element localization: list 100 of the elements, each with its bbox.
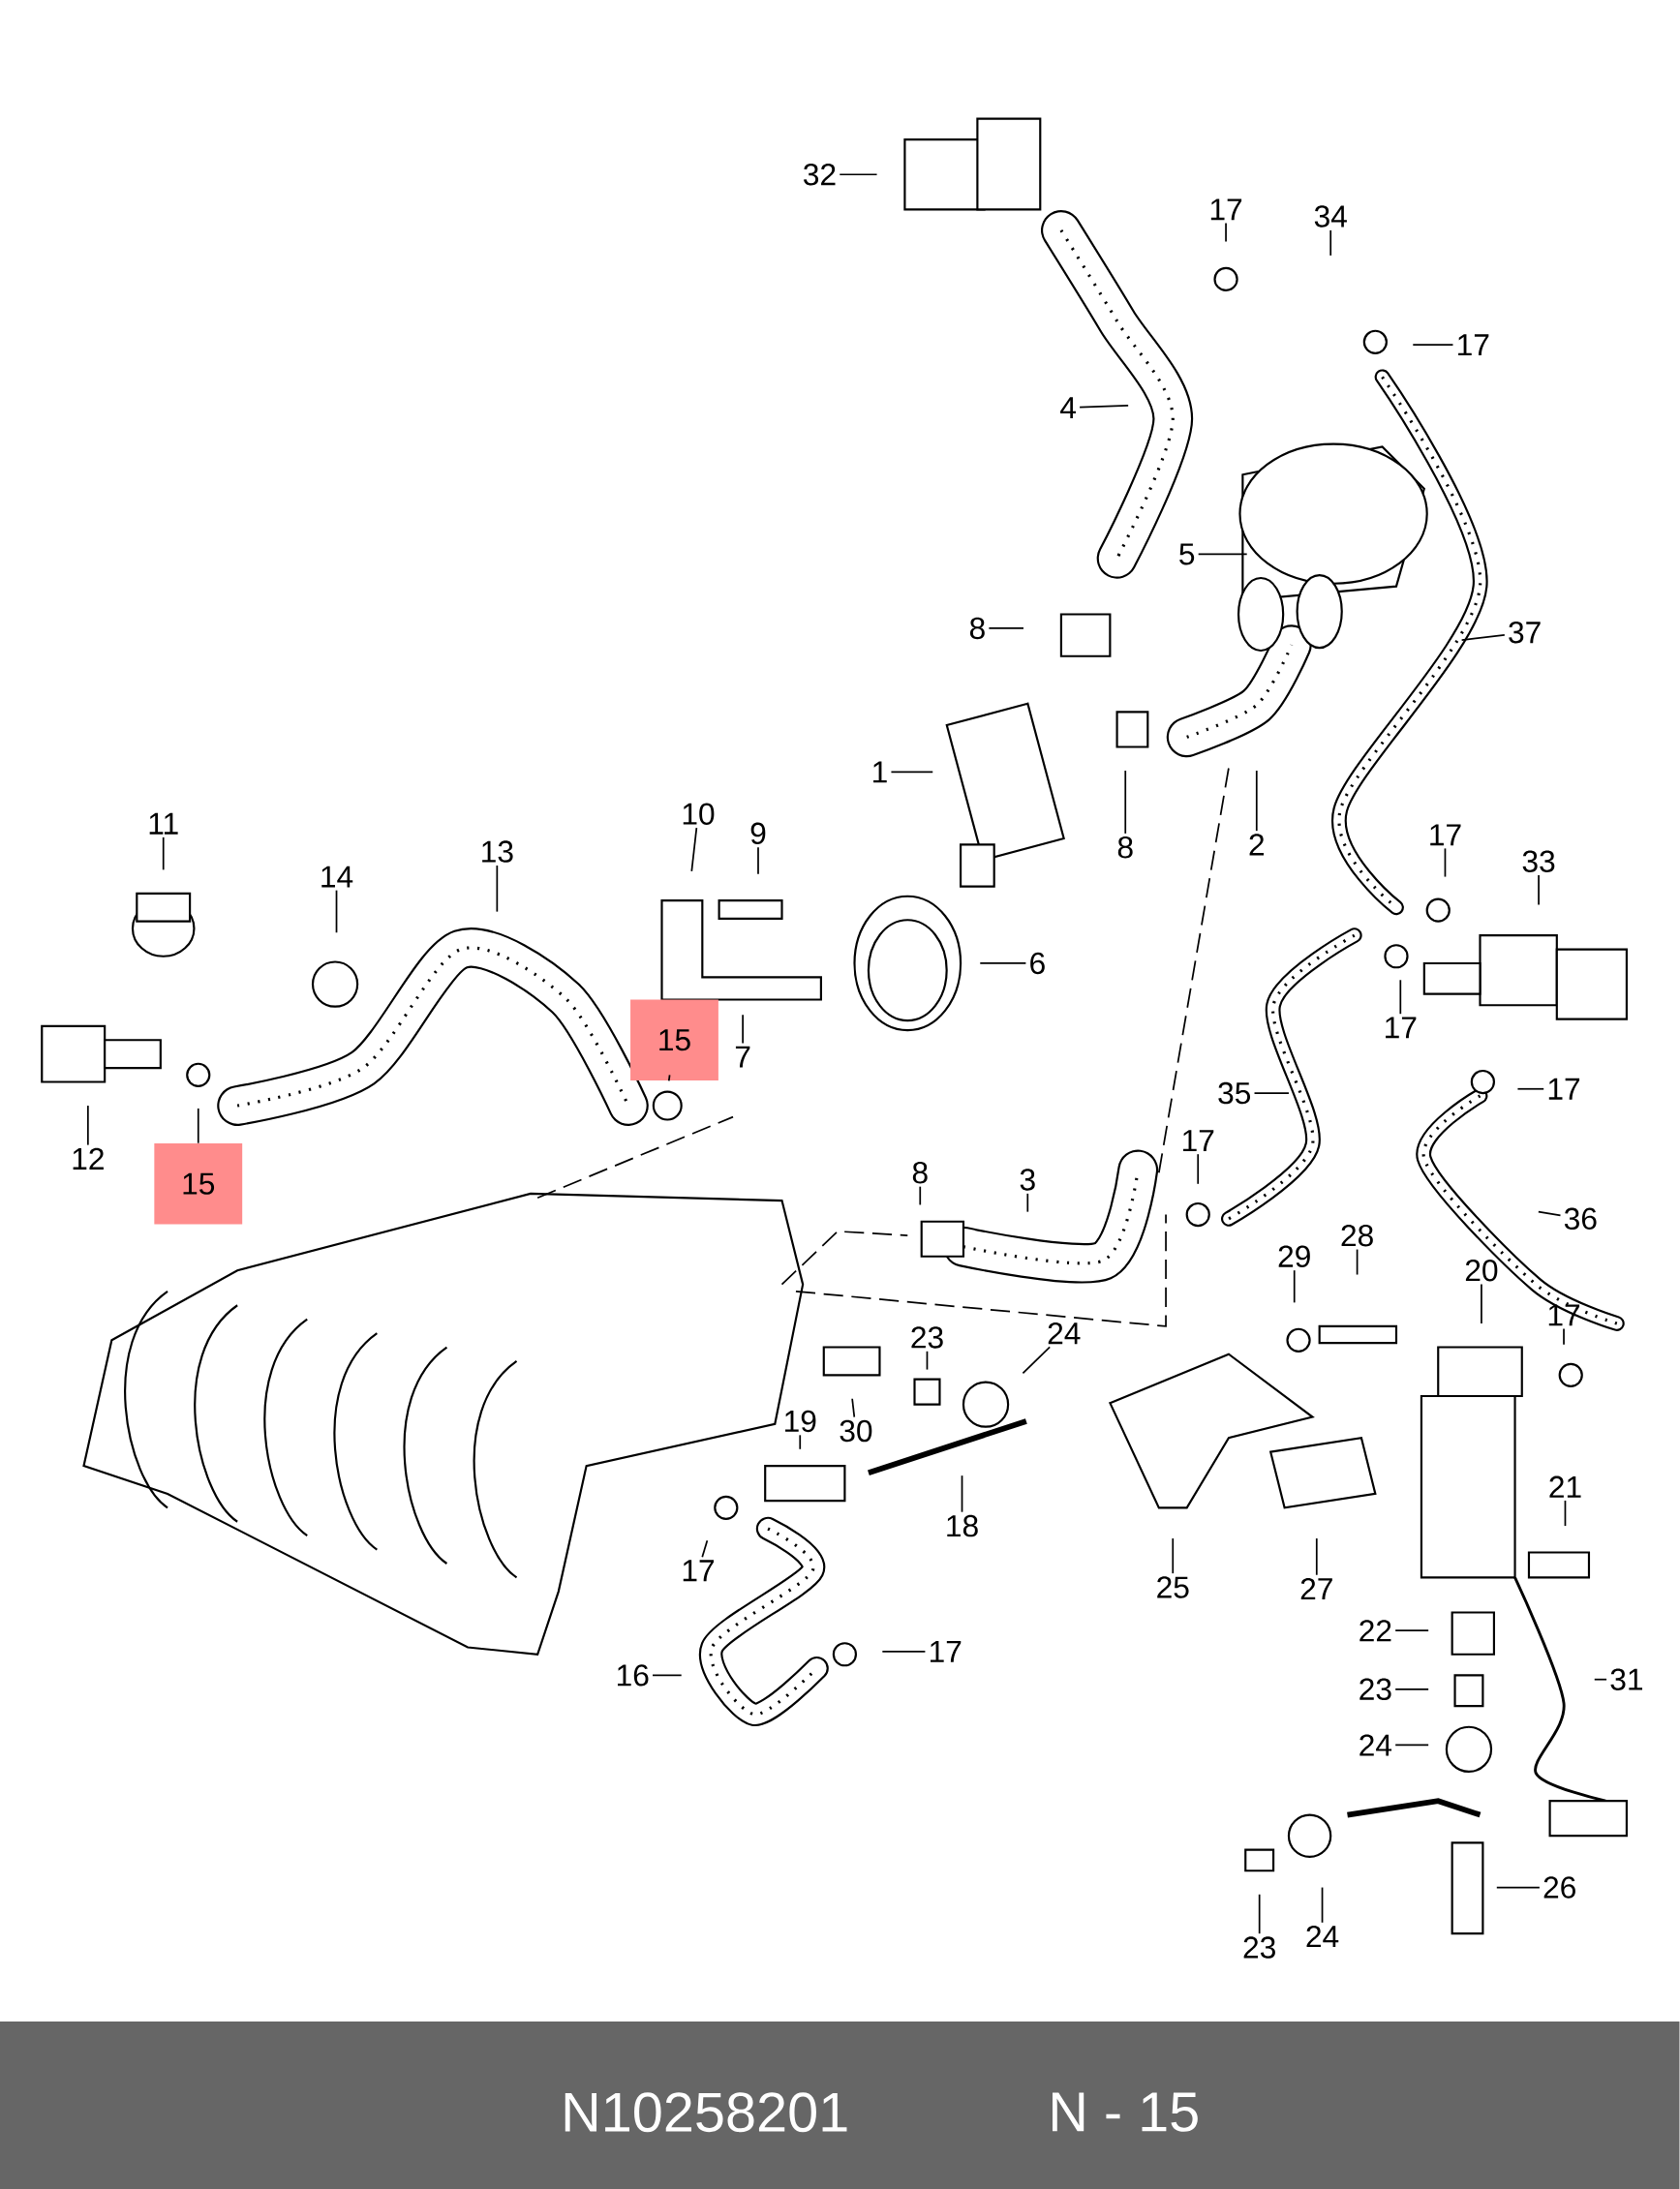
leader-line <box>881 1651 927 1653</box>
leader-line <box>919 1185 922 1206</box>
leader-line <box>1394 1744 1430 1747</box>
callout-number: 8 <box>1117 836 1133 859</box>
leader-line <box>496 865 499 913</box>
callout-number: 8 <box>913 1162 928 1184</box>
callout-number: 37 <box>1509 621 1541 644</box>
callout-number: 31 <box>1610 1668 1643 1690</box>
leader-line <box>1329 229 1332 257</box>
leader-line <box>87 1105 89 1146</box>
leader-line <box>1253 1092 1290 1094</box>
leader-line <box>1172 1537 1175 1574</box>
leader-line <box>1258 1893 1261 1935</box>
leader-line <box>851 1397 856 1418</box>
callout-number: 17 <box>683 1560 715 1582</box>
callout-number: 18 <box>947 1514 978 1537</box>
leader-line <box>690 827 698 872</box>
leader-line <box>701 1539 709 1558</box>
leader-line <box>1225 222 1228 243</box>
callout-number: 2 <box>1249 834 1265 856</box>
callout-number: 6 <box>1030 952 1045 975</box>
leader-line <box>890 771 934 774</box>
callout-number: 9 <box>750 822 766 845</box>
leader-line <box>1316 1537 1318 1576</box>
callout-number: 30 <box>840 1419 872 1443</box>
leader-line <box>1394 1687 1430 1690</box>
leader-line <box>1394 1629 1430 1632</box>
leader-line <box>799 1434 802 1450</box>
leader-line <box>1079 404 1130 409</box>
callout-number: 4 <box>1060 397 1077 418</box>
footer-text: N10258201 <box>565 2092 847 2133</box>
callout-number: 7 <box>736 1046 750 1068</box>
leader-line <box>742 1014 745 1045</box>
leader-line <box>1594 1678 1608 1681</box>
leader-line <box>979 962 1027 964</box>
leader-line <box>1564 1500 1567 1527</box>
leader-line <box>1124 770 1127 835</box>
leader-line <box>1538 1210 1562 1217</box>
callout-number: 33 <box>1522 850 1555 872</box>
footer-text: N - 15 <box>1053 2092 1198 2132</box>
leader-line <box>1026 1193 1029 1213</box>
callout-number: 24 <box>1306 1925 1339 1948</box>
leader-line <box>1022 1346 1052 1375</box>
callout-number: 23 <box>1243 1936 1276 1959</box>
highlight-box: 15 <box>154 1143 243 1225</box>
callout-number: 24 <box>1048 1323 1081 1345</box>
callout-number: 14 <box>321 866 353 888</box>
callout-number: 28 <box>1341 1224 1373 1247</box>
leader-line <box>1538 874 1541 906</box>
leader-line <box>961 1475 963 1513</box>
callout-number: 8 <box>970 617 985 640</box>
callout-number: 35 <box>1218 1081 1251 1105</box>
leader-line <box>652 1674 683 1677</box>
callout-number: 26 <box>1543 1876 1576 1899</box>
leader-line <box>757 846 759 875</box>
leader-line <box>926 1350 929 1371</box>
callout-number: 23 <box>911 1326 943 1349</box>
leader-line <box>1516 1087 1545 1090</box>
callout-number: 17 <box>1183 1130 1214 1151</box>
highlight-box: 15 <box>630 999 719 1081</box>
leader-line <box>1481 1283 1482 1324</box>
callout-number: 17 <box>931 1640 962 1662</box>
callout-number: 17 <box>1386 1017 1417 1039</box>
callout-number: 17 <box>1430 824 1461 846</box>
leader-line <box>1197 1153 1200 1185</box>
leader-line <box>335 889 338 934</box>
callout-number: 23 <box>1359 1678 1391 1701</box>
callout-number: 17 <box>1458 334 1489 356</box>
leader-line <box>1412 344 1454 347</box>
callout-number: 19 <box>785 1410 816 1433</box>
leader-line <box>1399 979 1402 1016</box>
callout-number: 3 <box>1020 1169 1035 1191</box>
leader-line <box>1294 1269 1296 1304</box>
callout-number: 12 <box>73 1147 105 1170</box>
callout-number: 17 <box>1548 1078 1580 1100</box>
leader-line <box>1563 1327 1566 1346</box>
leader-line <box>1356 1248 1359 1276</box>
leader-line <box>988 627 1024 629</box>
leader-line <box>839 173 878 176</box>
callout-number: 34 <box>1314 205 1348 228</box>
callout-number: 22 <box>1359 1620 1391 1642</box>
leader-line <box>1256 770 1258 832</box>
leader-line <box>1321 1886 1324 1924</box>
leader-line <box>163 836 165 871</box>
callout-number: 36 <box>1565 1207 1597 1231</box>
callout-number: 5 <box>1179 543 1195 565</box>
callout-number: 24 <box>1359 1734 1392 1756</box>
callout-number: 27 <box>1300 1577 1332 1600</box>
leader-line <box>668 1074 671 1082</box>
callout-number: 29 <box>1278 1245 1310 1267</box>
callout-number: 17 <box>1211 198 1242 221</box>
leader-line <box>198 1108 199 1144</box>
leader-line <box>1197 553 1248 556</box>
callout-number: 1 <box>873 761 887 783</box>
callout-number: 21 <box>1549 1475 1581 1498</box>
leader-line <box>1460 633 1506 642</box>
callout-number: 11 <box>149 812 178 835</box>
callout-number: 16 <box>618 1664 649 1687</box>
callout-number: 20 <box>1466 1259 1498 1282</box>
callout-number: 13 <box>482 840 513 863</box>
